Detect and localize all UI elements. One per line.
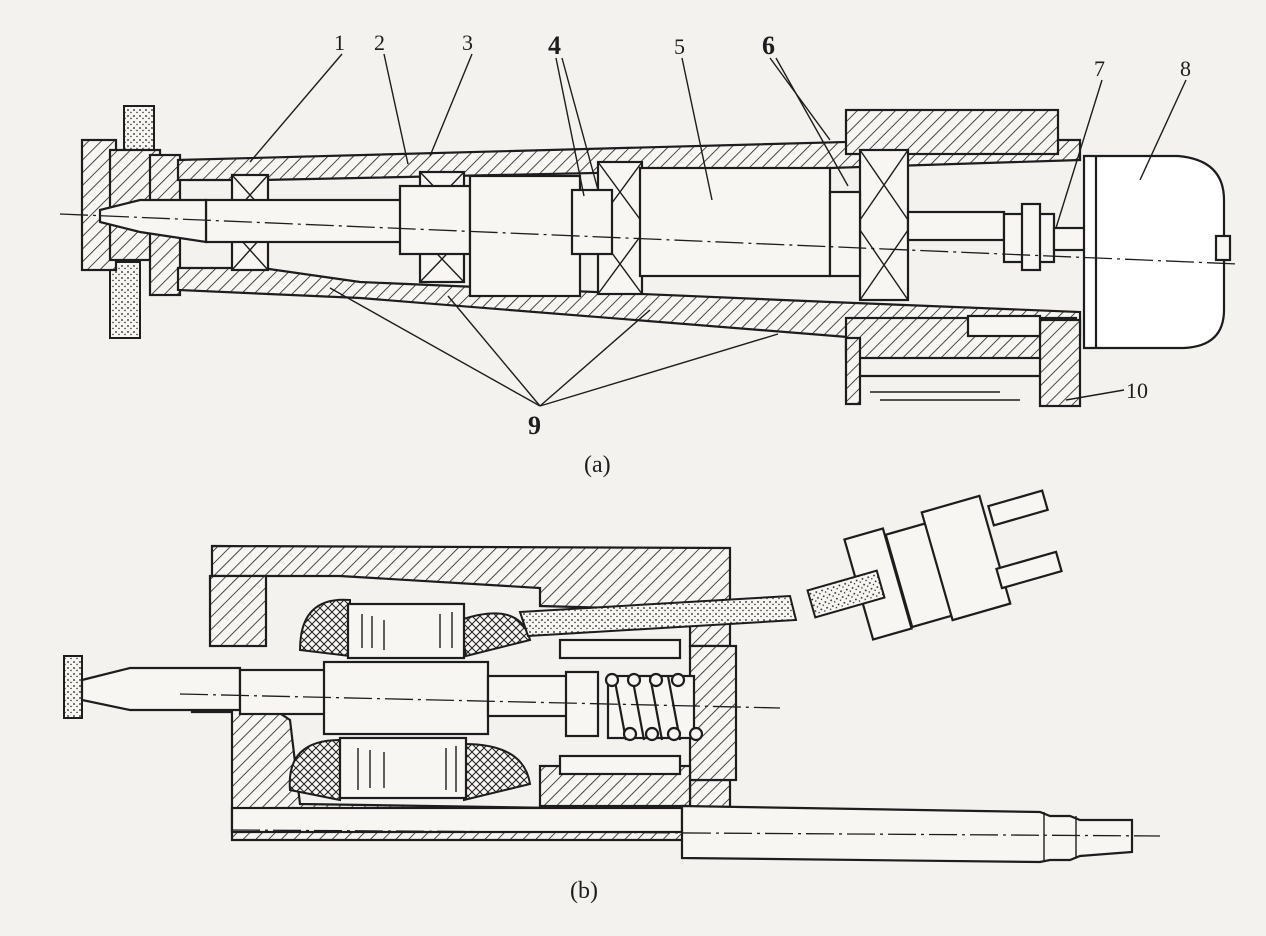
label-4: 4 [548,31,561,60]
power-plug [806,489,1063,641]
power-cable [518,594,798,638]
axis-line-b [179,693,781,709]
part-labels-a: 1 2 3 4 5 6 7 8 9 10 [334,30,1191,440]
label-5: 5 [674,34,685,59]
stator-windings [288,598,532,802]
label-2: 2 [374,30,385,55]
label-6: 6 [762,31,775,60]
shaft-b [63,655,696,740]
leader-lines-a [249,53,1187,407]
label-9: 9 [528,411,541,440]
caption-b: (b) [570,878,598,904]
spindle-a [98,166,1092,298]
motor-housing-b [190,544,738,842]
label-10: 10 [1126,378,1148,403]
motor-a [1082,154,1232,350]
label-8: 8 [1180,56,1191,81]
label-3: 3 [462,30,473,55]
caption-a: (a) [584,452,611,478]
spindle-housing [176,108,1082,408]
axis-line-a [59,213,1239,265]
figure-a: 1 2 3 4 5 6 7 8 9 10 (a) [59,30,1239,478]
figure-b: (b) [63,489,1161,904]
spring [558,638,704,776]
label-7: 7 [1094,56,1105,81]
label-1: 1 [334,30,345,55]
coolant-reservoir [844,336,1040,406]
axis-line-hose [231,829,1161,837]
